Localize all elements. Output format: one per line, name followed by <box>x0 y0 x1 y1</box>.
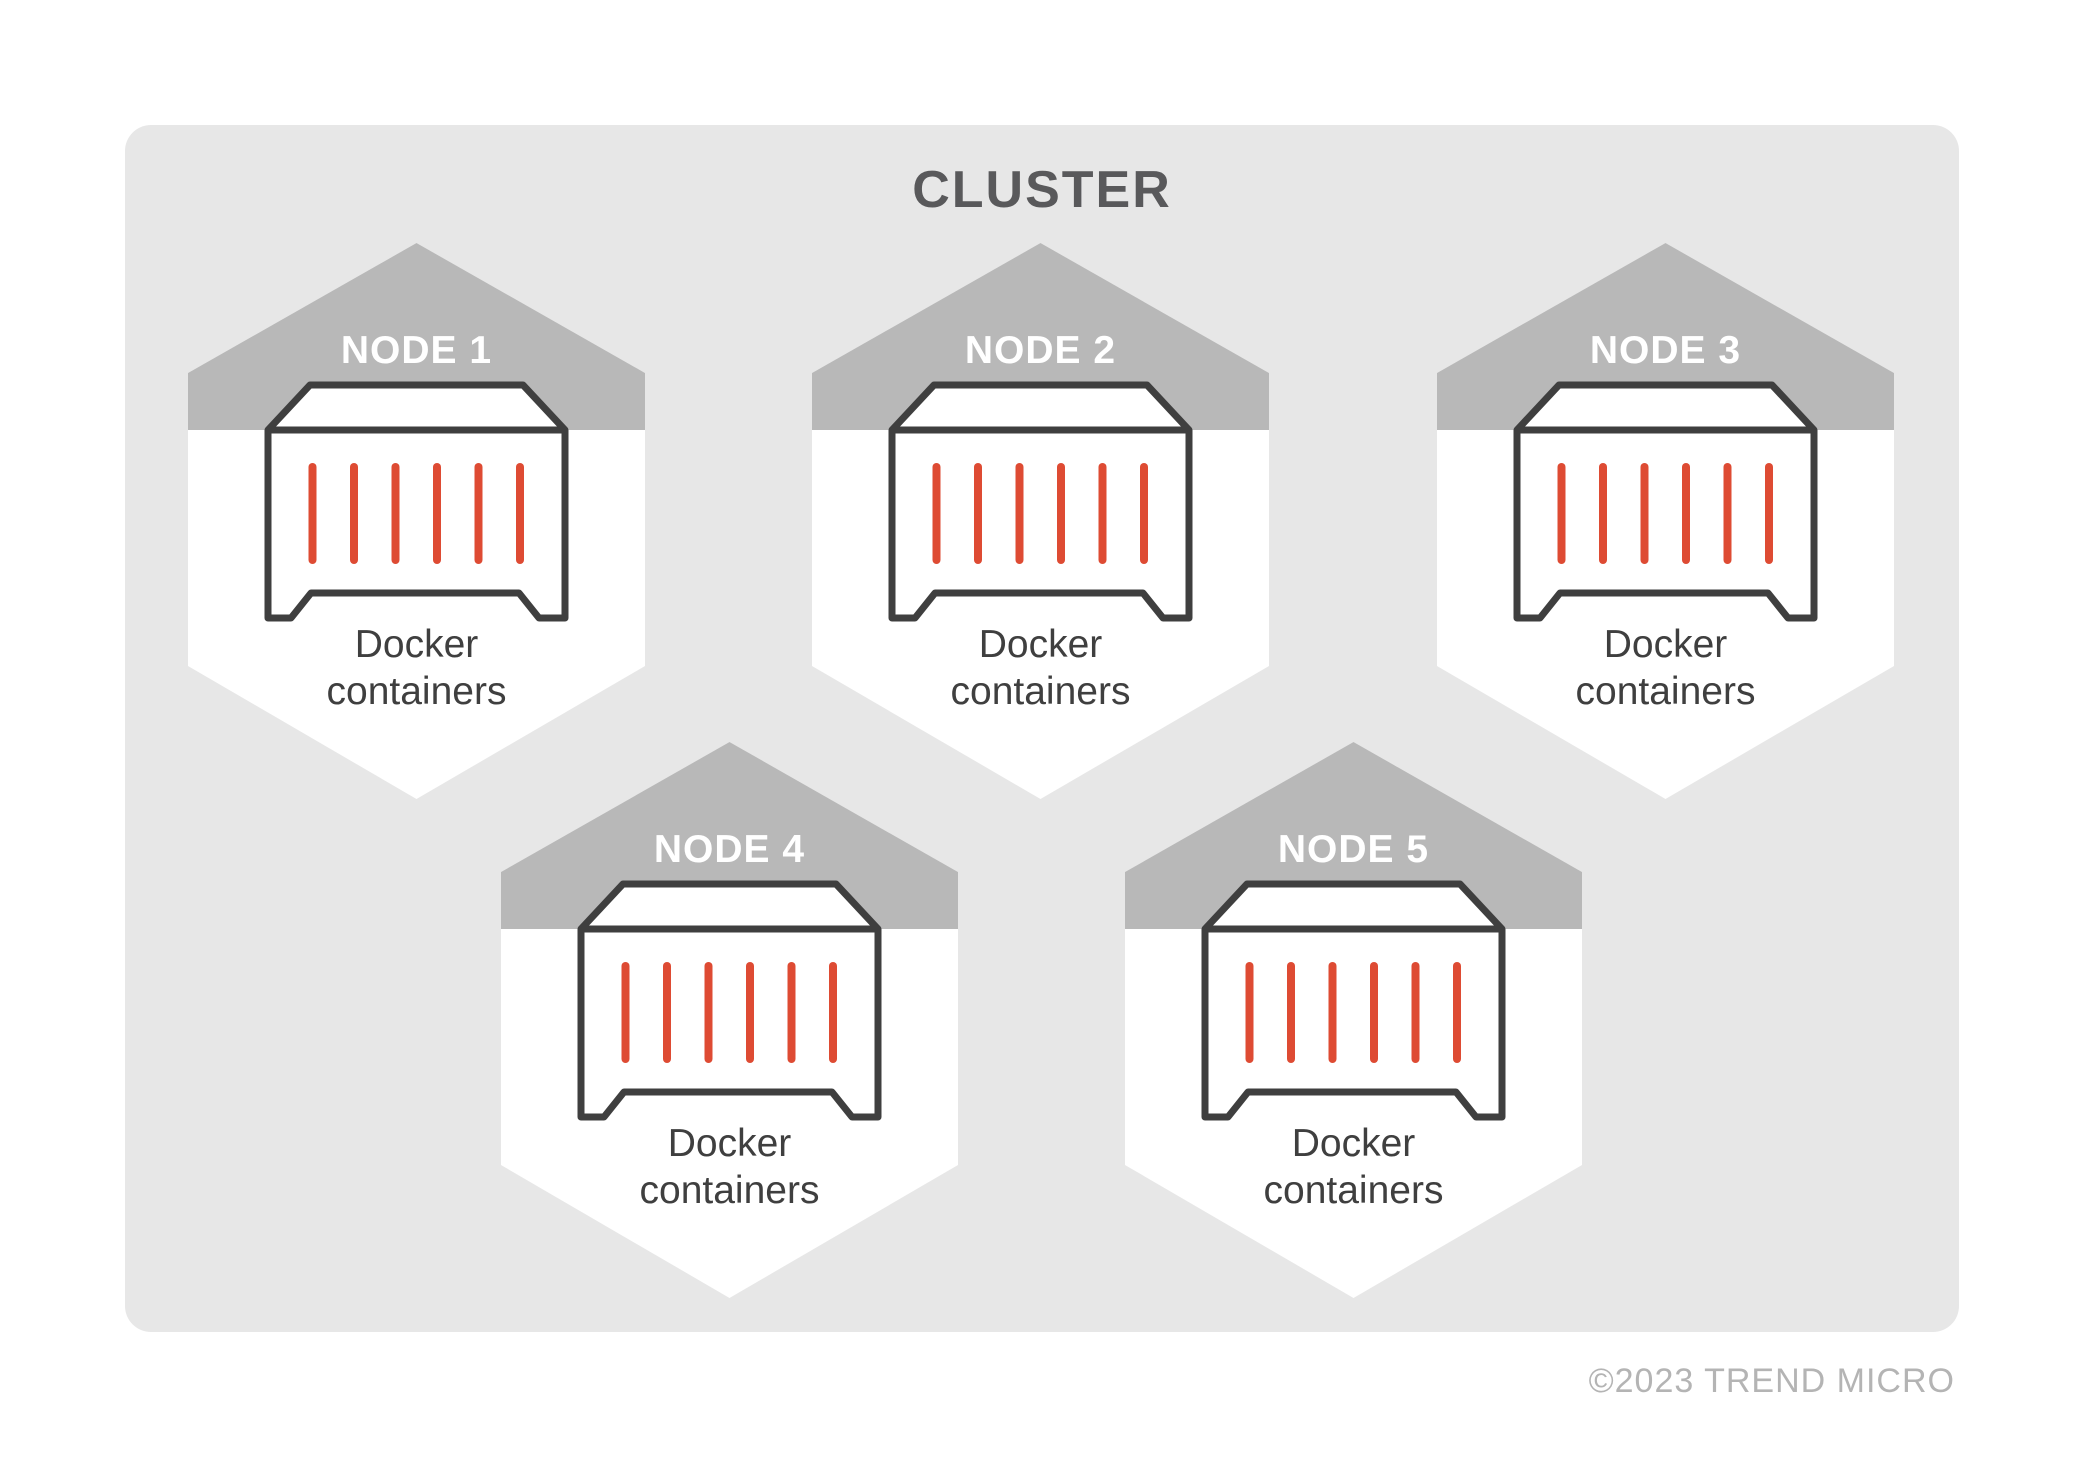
container-stripes <box>1245 962 1461 1063</box>
copyright-text: ©2023 TREND MICRO <box>1588 1362 1955 1400</box>
docker-container-icon <box>1513 381 1818 622</box>
container-outline <box>888 381 1193 622</box>
node-hexagon-graphic <box>501 742 958 1298</box>
docker-container-icon <box>888 381 1193 622</box>
hexagon-roof <box>812 243 1269 430</box>
container-stripes <box>932 463 1148 564</box>
container-stripes <box>308 463 524 564</box>
hexagon-roof <box>1125 742 1582 929</box>
container-outline <box>577 880 882 1121</box>
node-hexagon-graphic <box>188 243 645 799</box>
node-hexagon-5: NODE 5 Docker containers <box>1125 742 1582 1298</box>
node-caption: Docker containers <box>1575 623 1756 713</box>
node-caption: Docker containers <box>1263 1122 1444 1212</box>
node-hexagon-2: NODE 2 Docker containers <box>812 243 1269 799</box>
node-hexagon-graphic <box>1437 243 1894 799</box>
node-hexagon-graphic <box>812 243 1269 799</box>
node-hexagon-1: NODE 1 Docker containers <box>188 243 645 799</box>
container-outline <box>1201 880 1506 1121</box>
node-caption: Docker containers <box>326 623 507 713</box>
container-stripes <box>1557 463 1773 564</box>
hexagon-roof <box>501 742 958 929</box>
node-label: NODE 3 <box>1589 329 1742 372</box>
container-outline <box>1513 381 1818 622</box>
cluster-title: CLUSTER <box>912 161 1172 219</box>
node-label: NODE 4 <box>653 828 806 871</box>
container-outline <box>264 381 569 622</box>
node-label: NODE 1 <box>340 329 493 372</box>
node-caption: Docker containers <box>639 1122 820 1212</box>
node-label: NODE 2 <box>964 329 1117 372</box>
node-label: NODE 5 <box>1277 828 1430 871</box>
node-caption: Docker containers <box>950 623 1131 713</box>
node-hexagon-graphic <box>1125 742 1582 1298</box>
container-stripes <box>621 962 837 1063</box>
docker-container-icon <box>1201 880 1506 1121</box>
hexagon-roof <box>1437 243 1894 430</box>
docker-container-icon <box>577 880 882 1121</box>
node-hexagon-4: NODE 4 Docker containers <box>501 742 958 1298</box>
node-hexagon-3: NODE 3 Docker containers <box>1437 243 1894 799</box>
hexagon-roof <box>188 243 645 430</box>
docker-container-icon <box>264 381 569 622</box>
